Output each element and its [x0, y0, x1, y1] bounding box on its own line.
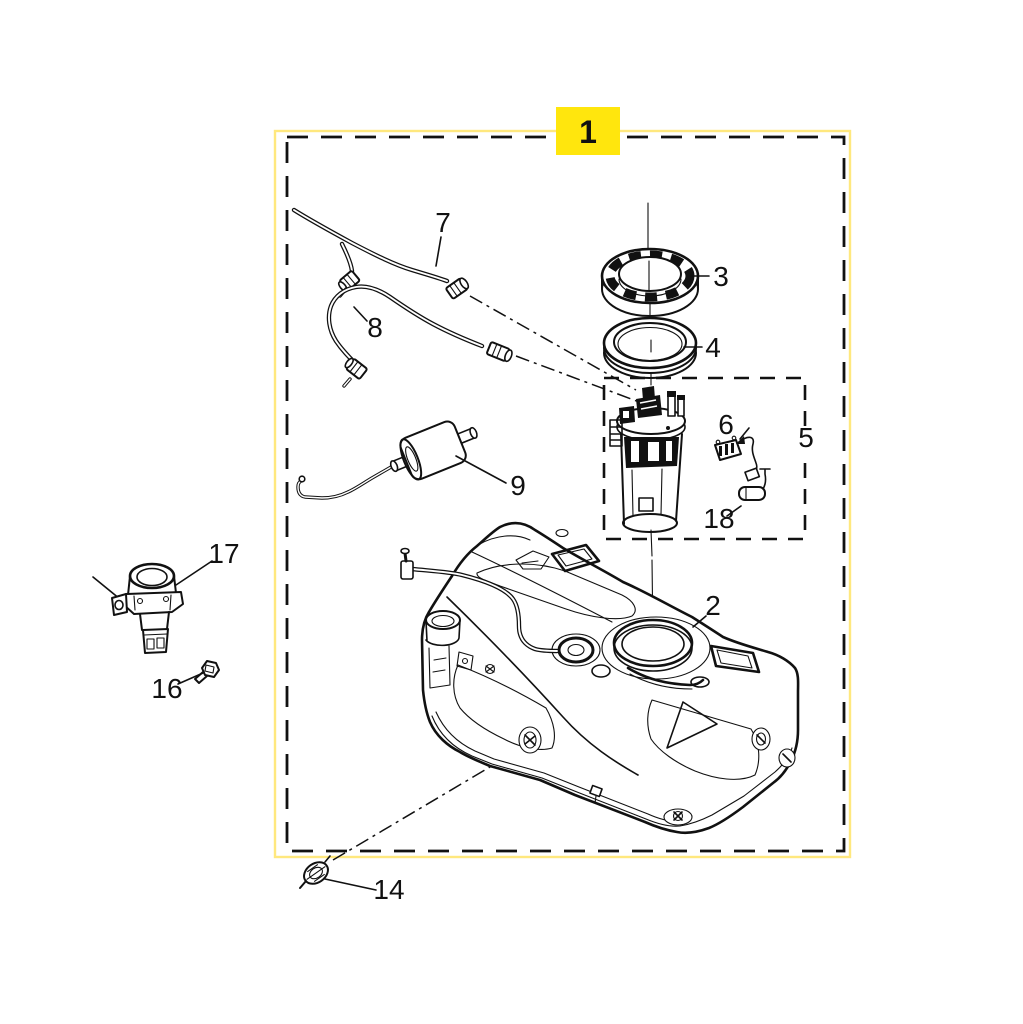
callout-number-2[interactable]: 2 [705, 590, 721, 621]
callout-number-1[interactable]: 1 [579, 114, 597, 150]
sensor-arrow [739, 427, 750, 440]
callout-number-4[interactable]: 4 [705, 332, 721, 363]
part-seal-ring [602, 316, 698, 379]
callout-number-7[interactable]: 7 [435, 207, 451, 238]
part-fuel-filter [296, 420, 478, 500]
part-fuel-tank [400, 521, 800, 835]
leader-7 [435, 236, 442, 267]
part-fuel-pump [609, 386, 686, 533]
leader-2 [692, 615, 707, 628]
alignment-line-8 [515, 355, 651, 407]
leader-18 [726, 505, 742, 517]
tank-clip [751, 727, 771, 751]
part-vent-valve [92, 562, 184, 654]
callout-number-3[interactable]: 3 [713, 261, 729, 292]
quick-connector [445, 277, 470, 300]
tank-clip [589, 784, 603, 804]
tank-clip [518, 726, 542, 754]
callout-number-8[interactable]: 8 [367, 312, 383, 343]
leader-17 [175, 560, 213, 586]
callout-number-14[interactable]: 14 [373, 874, 404, 905]
part-drain-plug [299, 855, 331, 889]
leader-16 [177, 672, 204, 685]
callout-number-9[interactable]: 9 [510, 470, 526, 501]
callout-number-16[interactable]: 16 [151, 673, 182, 704]
callout-number-17[interactable]: 17 [208, 538, 239, 569]
tank-clip [663, 808, 693, 826]
label-backing [794, 426, 818, 454]
callout-number-18[interactable]: 18 [703, 503, 734, 534]
tank-clip [778, 748, 796, 768]
part-group-pump-module [602, 376, 807, 541]
callout-leaders [175, 236, 742, 891]
leader-8 [353, 306, 368, 322]
part-connector-fitting [738, 468, 771, 501]
part-fuel-line-lower [326, 284, 513, 388]
callout-numbers: 2 3 4 5 6 7 8 9 14 16 17 18 [151, 207, 813, 905]
part-bolt [194, 660, 220, 684]
quick-connector [486, 341, 513, 363]
leader-14 [324, 878, 377, 891]
callout-number-6[interactable]: 6 [718, 409, 734, 440]
part-level-sensor [714, 427, 761, 482]
assembly-callout[interactable]: 1 [556, 107, 620, 155]
alignment-line-7 [469, 295, 637, 391]
elbow-connector [344, 357, 368, 380]
leader-9 [455, 455, 507, 484]
highlight-box[interactable] [556, 107, 620, 155]
callout-number-5[interactable]: 5 [798, 422, 814, 453]
